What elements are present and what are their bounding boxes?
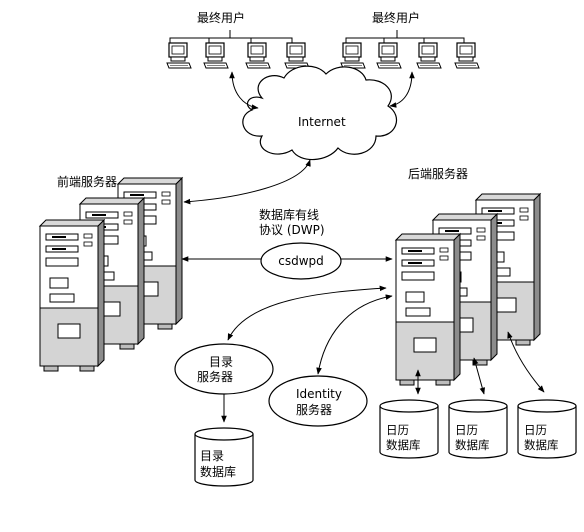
dwp-label-line1: 数据库有线 bbox=[259, 207, 319, 222]
arrow-users-right-internet bbox=[389, 71, 415, 108]
arrow-users-left-internet bbox=[229, 71, 259, 110]
directory-db: 目录 数据库 bbox=[194, 427, 254, 487]
dwp-label-line2: 协议 (DWP) bbox=[259, 222, 325, 237]
calendar-db-2-label-line2: 数据库 bbox=[455, 438, 490, 452]
computer-icon bbox=[340, 42, 366, 69]
computer-icon bbox=[416, 42, 442, 69]
front-end-servers-label: 前端服务器 bbox=[57, 174, 117, 189]
csdwpd-label: csdwpd bbox=[278, 254, 324, 268]
calendar-db-1-label-line1: 日历 bbox=[386, 423, 409, 437]
directory-db-label-line2: 数据库 bbox=[200, 464, 236, 479]
end-users-left-group: 最终用户 bbox=[166, 10, 310, 69]
arrow-back-end-directory-server bbox=[227, 285, 387, 341]
identity-server-node: Identity 服务器 bbox=[268, 375, 368, 427]
calendar-db-2: 日历 数据库 bbox=[448, 399, 508, 459]
directory-server-label-line2: 服务器 bbox=[197, 369, 233, 384]
end-users-right-group: 最终用户 bbox=[340, 10, 480, 69]
internet-cloud: Internet bbox=[242, 65, 398, 161]
end-users-left-label: 最终用户 bbox=[197, 10, 245, 25]
computer-icon bbox=[245, 42, 271, 69]
identity-server-label-line2: 服务器 bbox=[296, 402, 332, 417]
internet-label: Internet bbox=[298, 115, 346, 129]
directory-server-node: 目录 服务器 bbox=[174, 343, 274, 395]
computer-icon bbox=[284, 42, 310, 69]
front-end-server-stack bbox=[39, 177, 183, 372]
server-icon bbox=[39, 219, 105, 372]
calendar-db-2-label-line1: 日历 bbox=[455, 423, 478, 437]
back-end-servers-label: 后端服务器 bbox=[408, 166, 468, 181]
end-users-right-bus bbox=[345, 37, 465, 46]
arrow-internet-front-end bbox=[183, 159, 311, 205]
computer-icon bbox=[203, 42, 229, 69]
arrow-back-end-calendar-db-3 bbox=[507, 331, 545, 393]
calendar-db-3: 日历 数据库 bbox=[517, 399, 577, 459]
calendar-db-3-label-line2: 数据库 bbox=[524, 438, 559, 452]
arrow-back-end-identity-server bbox=[316, 294, 393, 375]
csdwpd-node: csdwpd bbox=[260, 242, 342, 280]
computer-icon bbox=[376, 42, 402, 69]
computer-icon bbox=[166, 42, 192, 69]
server-icon bbox=[395, 233, 461, 386]
calendar-db-3-label-line1: 日历 bbox=[524, 423, 547, 437]
end-users-left-bus bbox=[169, 37, 293, 46]
calendar-db-1-label-line2: 数据库 bbox=[386, 438, 421, 452]
calendar-db-1: 日历 数据库 bbox=[379, 399, 439, 459]
identity-server-label-line1: Identity bbox=[296, 387, 342, 401]
end-users-right-label: 最终用户 bbox=[372, 10, 420, 25]
arrow-back-end-calendar-db-2 bbox=[472, 357, 486, 395]
computer-icon bbox=[454, 42, 480, 69]
directory-server-label-line1: 目录 bbox=[209, 355, 233, 369]
directory-db-label-line1: 目录 bbox=[200, 449, 224, 463]
